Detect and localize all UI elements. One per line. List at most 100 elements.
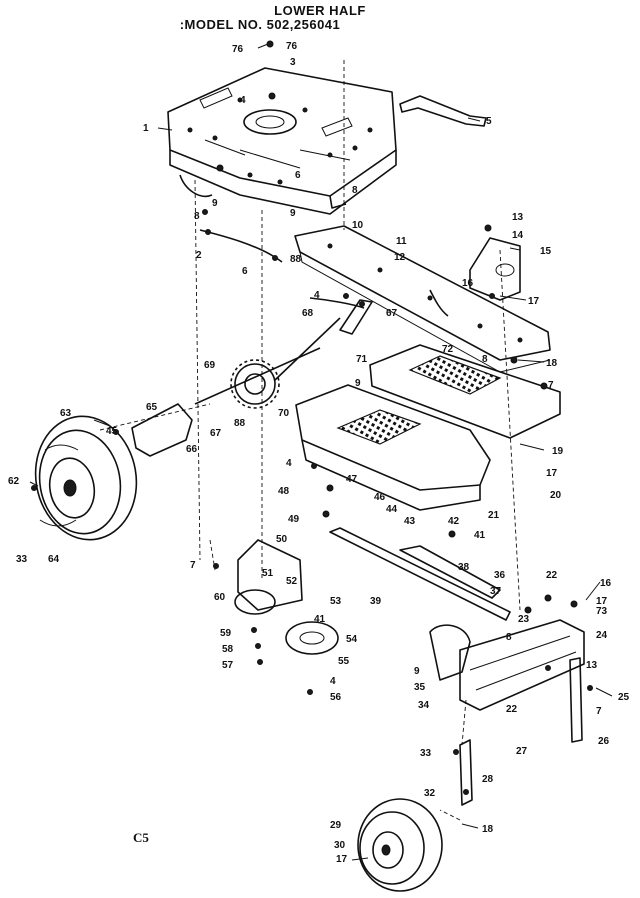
callout-label: 22 — [506, 704, 518, 715]
callout-label: 34 — [418, 700, 430, 711]
part-callouts: 76 76 3 4 1 5 6 8 9 8 9 2 6 88 10 11 12 … — [8, 41, 630, 865]
front-axle — [429, 619, 585, 711]
callout-label: 24 — [596, 630, 608, 641]
callout-label: 54 — [346, 634, 358, 645]
lever-arm — [399, 95, 487, 127]
callout-label: 60 — [214, 592, 226, 603]
callout-label: 8 — [482, 354, 488, 365]
callout-label: 42 — [448, 516, 460, 527]
callout-label: 6 — [295, 170, 301, 181]
leader-lines — [29, 43, 613, 861]
callout-label: 51 — [262, 568, 274, 579]
callout-label: 55 — [338, 656, 350, 667]
callout-label: 8 — [194, 211, 200, 222]
brake-assembly — [234, 539, 339, 655]
callout-label: 13 — [512, 212, 524, 223]
callout-label: 76 — [232, 44, 244, 55]
callout-label: 70 — [278, 408, 290, 419]
callout-label: 14 — [512, 230, 524, 241]
callout-label: 12 — [394, 252, 406, 263]
callout-label: 8 — [506, 632, 512, 643]
callout-label: 9 — [212, 198, 218, 209]
callout-label: 13 — [586, 660, 598, 671]
callout-label: 52 — [286, 576, 298, 587]
header-model-number: :MODEL NO. 502,256041 — [179, 17, 341, 32]
callout-label: 26 — [598, 736, 610, 747]
callout-label: 39 — [370, 596, 382, 607]
callout-label: 62 — [8, 476, 20, 487]
callout-label: 16 — [600, 578, 612, 589]
callout-label: 68 — [302, 308, 314, 319]
callout-label: 17 — [546, 468, 558, 479]
callout-label: 73 — [596, 606, 608, 617]
callout-label: 15 — [540, 246, 552, 257]
callout-label: 69 — [204, 360, 216, 371]
callout-label: 10 — [352, 220, 364, 231]
callout-label: 4 — [286, 458, 292, 469]
callout-label: 33 — [16, 554, 28, 565]
callout-label: 63 — [60, 408, 72, 419]
callout-label: 7 — [596, 706, 602, 717]
steering-spindle — [459, 739, 473, 806]
drive-gear — [194, 317, 341, 409]
callout-label: 43 — [404, 516, 416, 527]
callout-label: 38 — [458, 562, 470, 573]
callout-label: 41 — [314, 614, 326, 625]
main-pan — [295, 384, 491, 511]
callout-label: 29 — [330, 820, 342, 831]
callout-label: 18 — [546, 358, 558, 369]
callout-label: 17 — [336, 854, 348, 865]
page-code: C5 — [133, 830, 149, 845]
hub-bracket — [131, 403, 193, 457]
callout-label: 88 — [234, 418, 246, 429]
callout-label: 16 — [462, 278, 474, 289]
callout-label: 59 — [220, 628, 232, 639]
callout-label: 66 — [186, 444, 198, 455]
callout-label: 71 — [356, 354, 368, 365]
callout-label: 72 — [442, 344, 454, 355]
callout-label: 22 — [546, 570, 558, 581]
callout-label: 45 — [106, 426, 118, 437]
callout-label: 8 — [352, 185, 358, 196]
callout-label: 9 — [355, 378, 361, 389]
callout-label: 5 — [486, 116, 492, 127]
callout-label: 9 — [414, 666, 420, 677]
callout-label: 64 — [48, 554, 60, 565]
callout-label: 49 — [288, 514, 300, 525]
callout-label: 37 — [490, 586, 502, 597]
callout-label: 57 — [222, 660, 234, 671]
link-spring — [199, 229, 283, 263]
callout-label: 2 — [196, 250, 202, 261]
callout-label: 36 — [494, 570, 506, 581]
callout-label: 53 — [330, 596, 342, 607]
alignment-lines — [99, 60, 521, 821]
callout-label: 7 — [190, 560, 196, 571]
callout-label: 33 — [420, 748, 432, 759]
link-rod — [339, 299, 373, 335]
callout-label: 67 — [386, 308, 398, 319]
front-frame-bracket — [294, 225, 551, 373]
drag-link — [329, 527, 511, 621]
callout-label: 19 — [552, 446, 564, 457]
callout-label: 44 — [386, 504, 398, 515]
callout-label: 50 — [276, 534, 288, 545]
left-rear-wheel — [34, 415, 138, 541]
callout-label: 4 — [314, 290, 320, 301]
header-subtitle: LOWER HALF — [274, 3, 366, 18]
callout-label: 17 — [596, 596, 608, 607]
callout-label: 47 — [346, 474, 358, 485]
callout-label: 30 — [334, 840, 346, 851]
callout-label: 9 — [290, 208, 296, 219]
callout-label: 4 — [240, 95, 246, 106]
callout-label: 48 — [278, 486, 290, 497]
callout-label: 56 — [330, 692, 342, 703]
hardware-bolts — [31, 40, 593, 795]
callout-label: 28 — [482, 774, 494, 785]
callout-label: 20 — [550, 490, 562, 501]
callout-label: 58 — [222, 644, 234, 655]
callout-label: 4 — [330, 676, 336, 687]
callout-label: 88 — [290, 254, 302, 265]
callout-label: 76 — [286, 41, 298, 52]
header-top-partial: · ·· · ·· · ·· · ·· — [0, 0, 640, 6]
